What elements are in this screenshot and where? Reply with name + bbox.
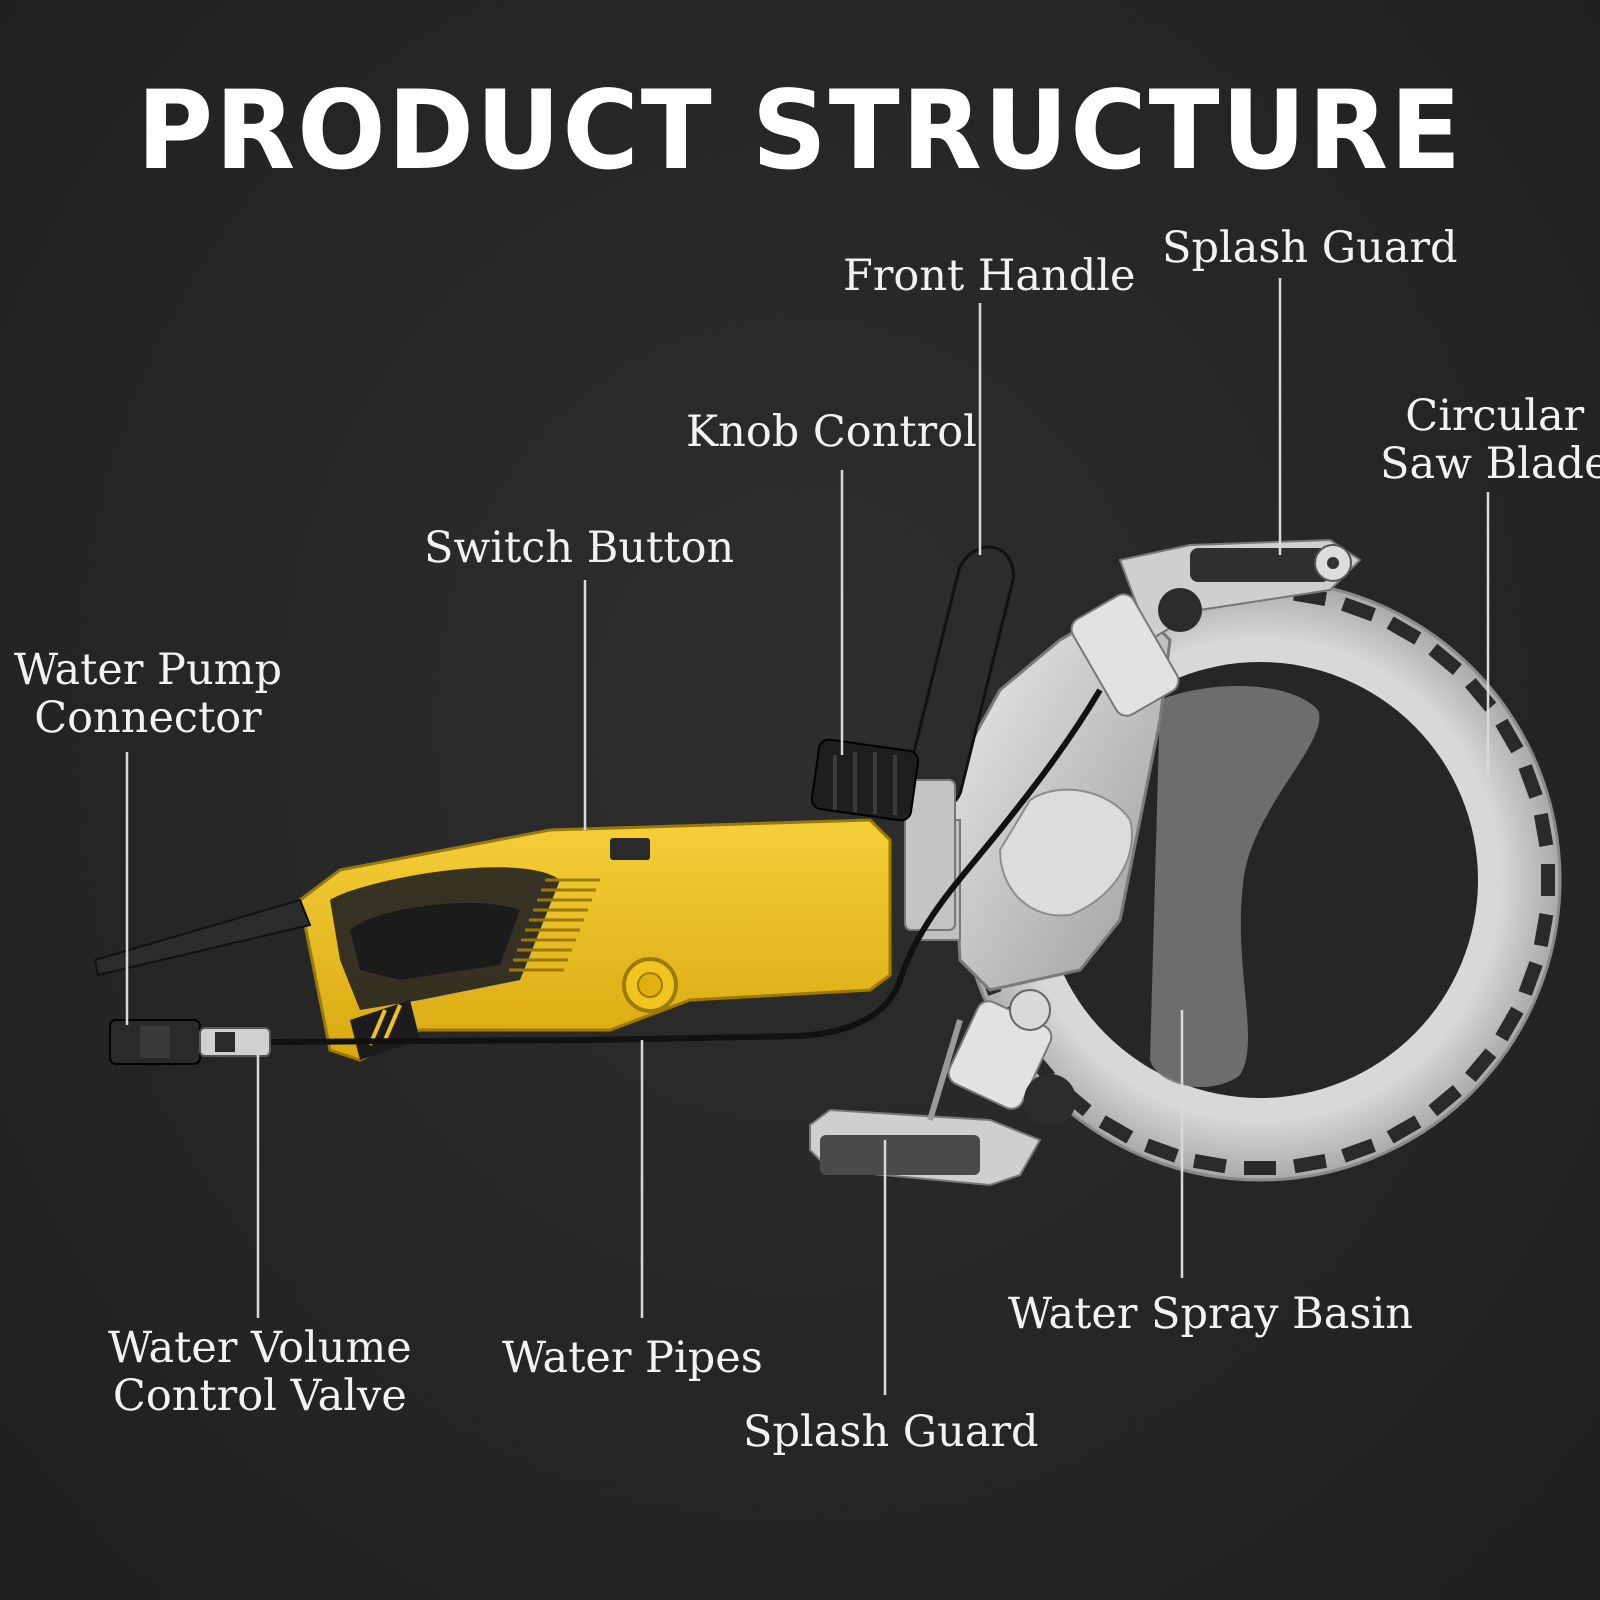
splash-guard-top-part [1070, 538, 1362, 717]
label-water-spray-basin: Water Spray Basin [1008, 1289, 1413, 1339]
water-volume-control-valve-part [199, 1027, 271, 1057]
water-pipes-part [269, 688, 1103, 1045]
label-switch-button: Switch Button [424, 523, 735, 573]
label-splash-guard-bottom: Splash Guard [743, 1407, 1039, 1457]
splash-guard-bottom-part [809, 989, 1076, 1187]
label-splash-guard-top: Splash Guard [1162, 223, 1458, 273]
rear-cord [93, 898, 312, 977]
page-title: PRODUCT STRUCTURE [136, 65, 1464, 195]
label-water-pump-connector: Water Pump Connector [14, 645, 282, 743]
label-water-volume-control-valve: Water Volume Control Valve [108, 1323, 412, 1421]
label-water-pipes: Water Pipes [502, 1333, 763, 1383]
label-circular-saw-blade: Circular Saw Blade [1380, 391, 1600, 489]
knob-control-part [810, 738, 920, 822]
label-front-handle: Front Handle [843, 251, 1136, 301]
water-pump-connector-part [109, 1019, 201, 1065]
motor-body [298, 818, 892, 1062]
leader-lines [125, 278, 1490, 1395]
water-spray-basin [1150, 686, 1320, 1087]
label-knob-control: Knob Control [686, 407, 977, 457]
front-handle-part [904, 545, 1016, 931]
